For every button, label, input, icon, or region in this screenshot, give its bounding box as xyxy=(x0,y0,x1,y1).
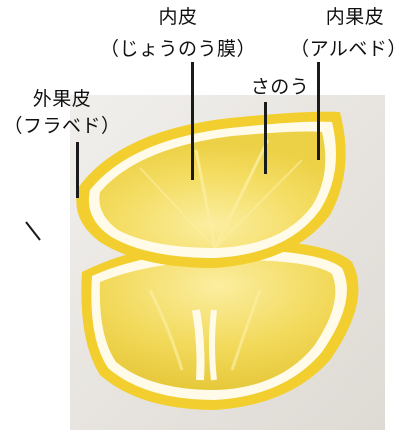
label-exocarp-note: （フラベド） xyxy=(3,115,121,137)
pointer-inner-skin xyxy=(191,62,194,180)
pointer-juice-sacs xyxy=(264,102,267,174)
label-endocarp-note: （アルベド） xyxy=(290,38,407,60)
label-juice-sacs: さのう xyxy=(250,76,310,98)
label-inner-skin: 内皮 xyxy=(158,6,198,28)
pointer-endocarp xyxy=(317,62,320,160)
label-endocarp: 内果皮 xyxy=(325,6,385,28)
lower-lemon-wedge xyxy=(81,239,359,410)
label-inner-skin-note: （じょうのう膜） xyxy=(99,38,256,60)
label-exocarp: 外果皮 xyxy=(32,88,92,110)
upper-lemon-wedge xyxy=(76,111,346,268)
pointer-exocarp xyxy=(76,142,79,198)
left-mark xyxy=(25,221,41,241)
